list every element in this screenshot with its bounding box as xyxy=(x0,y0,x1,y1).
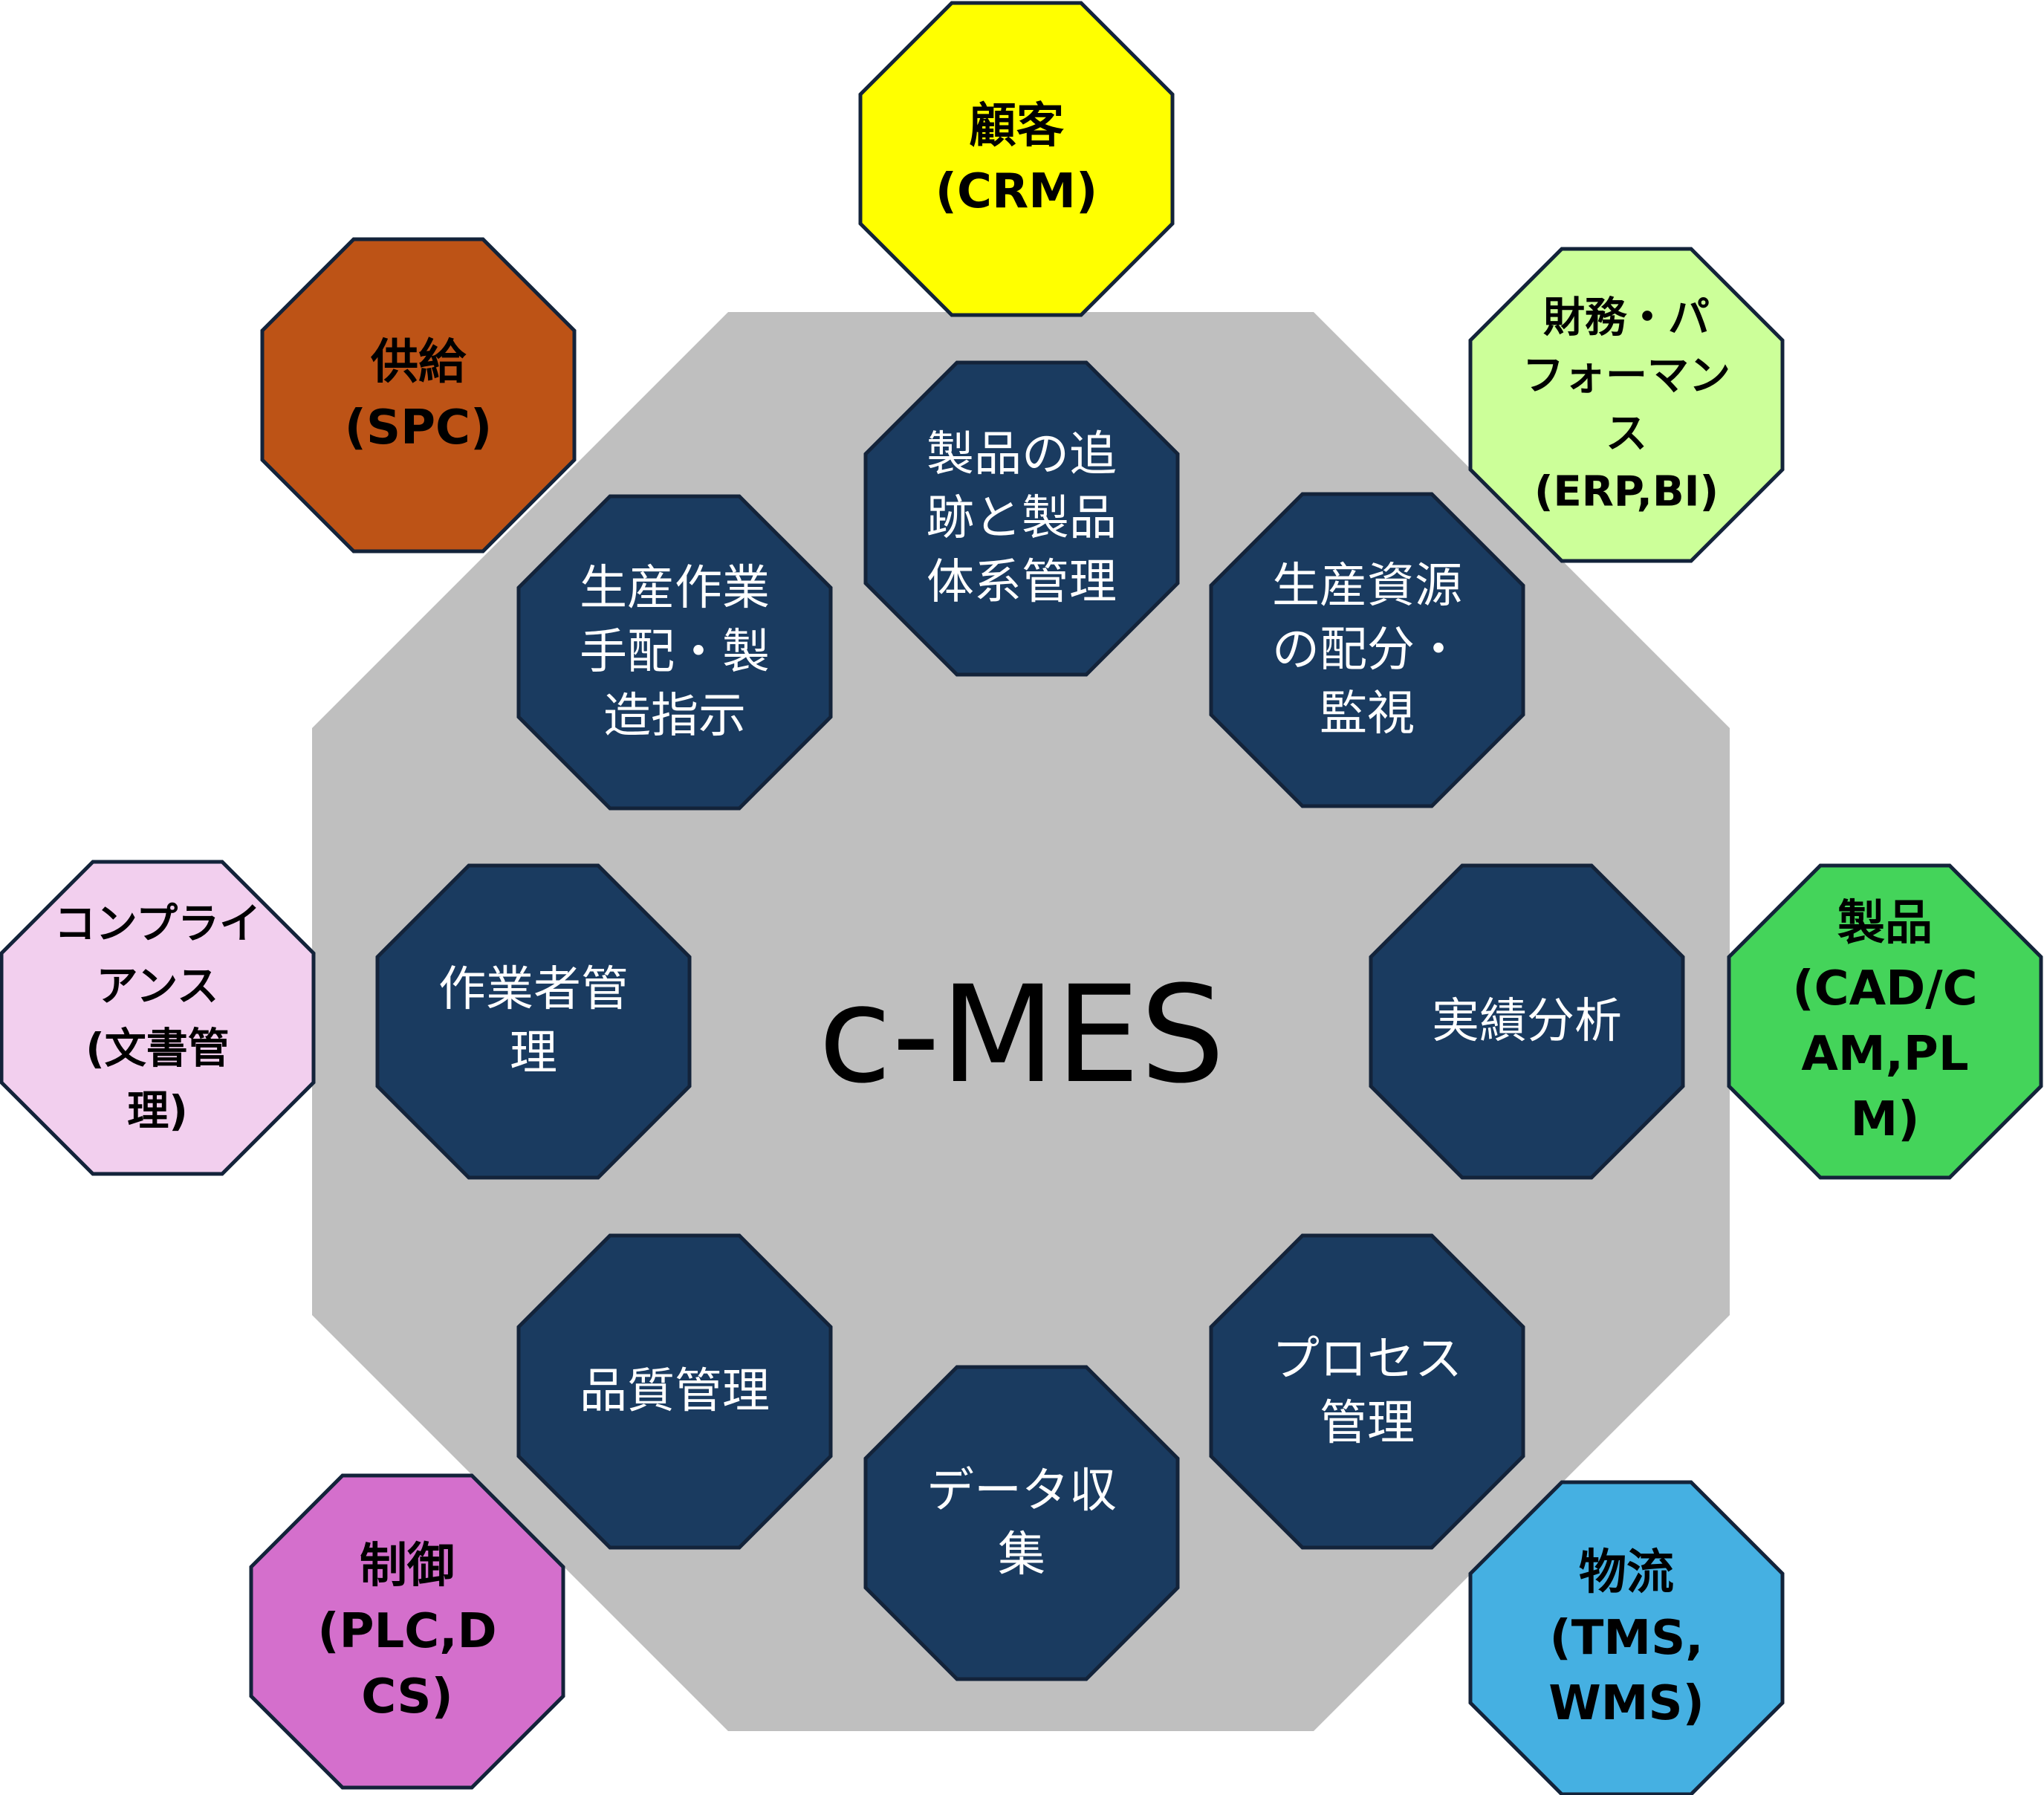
system-label-line: WMS) xyxy=(1548,1676,1704,1731)
module-label-line: 理 xyxy=(510,1026,557,1081)
system-plc-dcs: 制御 (PLC,D CS) xyxy=(249,1473,565,1790)
system-octagon xyxy=(0,860,316,1176)
module-octagon xyxy=(1369,863,1685,1180)
module-label-line: 品質管理 xyxy=(580,1364,770,1419)
module-label-line: 実績分析 xyxy=(1432,994,1622,1049)
module-octagon xyxy=(1209,492,1525,808)
module-label-line: の配分・ xyxy=(1272,623,1462,678)
system-octagon xyxy=(260,237,577,554)
system-label-line: 財務・パ xyxy=(1543,294,1710,343)
module-label-line: 手配・製 xyxy=(580,625,770,680)
system-label-line: (SPC) xyxy=(345,400,492,455)
module-group: 製品の追跡と製品体系管理生産資源の配分・監視実績分析プロセス管理データ収集品質管… xyxy=(375,360,1685,1681)
system-label-line: 制御 xyxy=(360,1539,455,1594)
system-label-line: 製品 xyxy=(1837,896,1933,951)
system-label-line: AM,PL xyxy=(1801,1027,1968,1082)
module-label-line: データ収 xyxy=(927,1464,1117,1519)
module-octagon xyxy=(516,494,833,811)
system-label-line: (CRM) xyxy=(935,164,1097,219)
system-label-line: (文書管 xyxy=(85,1025,230,1074)
system-label-line: (ERP,BI) xyxy=(1534,468,1719,516)
system-label-line: コンプライ xyxy=(54,900,261,949)
system-octagon xyxy=(858,1,1175,317)
module-label-line: プロセス xyxy=(1272,1332,1462,1387)
system-cad-plm: 製品 (CAD/C AM,PL M) xyxy=(1727,863,2043,1180)
module-octagon xyxy=(863,360,1180,677)
module-label-line: 生産作業 xyxy=(580,561,770,616)
system-label-line: アンス xyxy=(97,963,219,1011)
system-label-line: (PLC,D xyxy=(317,1604,496,1659)
system-label-line: 供給 xyxy=(371,335,467,390)
system-label-line: 顧客 xyxy=(969,99,1064,154)
center-title: c-MES xyxy=(818,958,1224,1113)
module-label-line: 管理 xyxy=(1320,1396,1415,1451)
module-label-line: 造指示 xyxy=(603,689,746,744)
module-label-line: 集 xyxy=(998,1528,1045,1583)
module-octagon xyxy=(516,1233,833,1550)
system-octagon xyxy=(1727,863,2043,1180)
module-octagon xyxy=(863,1365,1180,1681)
system-label-line: 物流 xyxy=(1579,1545,1674,1600)
system-crm: 顧客 (CRM) xyxy=(858,1,1175,317)
system-label-line: (TMS, xyxy=(1550,1611,1704,1666)
system-label-line: M) xyxy=(1851,1092,1920,1147)
module-label-line: 体系管理 xyxy=(927,555,1117,610)
system-label-line: 理) xyxy=(127,1088,188,1136)
system-tms-wms: 物流 (TMS, WMS) xyxy=(1468,1480,1785,1795)
module-label-line: 製品の追 xyxy=(927,427,1117,482)
system-octagon xyxy=(1468,247,1785,563)
system-octagon xyxy=(1468,1480,1785,1795)
module-label-line: 跡と製品 xyxy=(927,491,1117,546)
system-spc: 供給 (SPC) xyxy=(260,237,577,554)
system-octagon xyxy=(249,1473,565,1790)
system-label-line: フォーマン xyxy=(1522,352,1730,400)
module-quality-management: 品質管理 xyxy=(516,1233,833,1550)
system-label-line: CS) xyxy=(361,1669,453,1724)
module-label-line: 作業者管 xyxy=(438,962,629,1017)
module-label-line: 生産資源 xyxy=(1272,559,1462,614)
module-performance-analysis: 実績分析 xyxy=(1369,863,1685,1180)
module-octagon xyxy=(375,863,692,1180)
system-label-line: (CAD/C xyxy=(1792,961,1977,1016)
module-label-line: 監視 xyxy=(1320,686,1415,741)
system-label-line: ス xyxy=(1606,410,1647,458)
module-octagon xyxy=(1209,1233,1525,1550)
